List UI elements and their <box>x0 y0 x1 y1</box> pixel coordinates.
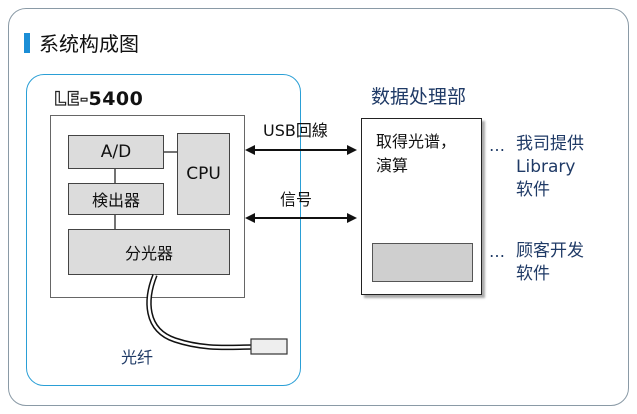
note-provided-line3: 软件 <box>516 180 550 200</box>
note-customer-line2: 软件 <box>516 264 550 284</box>
signal-link-label: 信号 <box>280 190 313 209</box>
processing-title: 数据处理部 <box>371 86 467 108</box>
device-model: 5400 <box>88 88 144 110</box>
processing-inner-block <box>372 243 473 282</box>
note-provided-line2: Library <box>516 157 576 177</box>
note-customer-line1: 顾客开发 <box>516 241 584 261</box>
note-provided-software: 我司提供 Library 软件 <box>516 133 584 202</box>
detector-block: 検出器 <box>68 183 164 215</box>
note-customer-software: 顾客开发 软件 <box>516 240 584 286</box>
processing-text-line1: 取得光谱， <box>376 132 457 151</box>
optical-fiber-core <box>147 274 253 349</box>
cpu-block: CPU <box>177 133 230 215</box>
ad-block: A/D <box>68 135 164 169</box>
device-prefix: LE- <box>53 87 89 110</box>
optical-fiber <box>146 273 253 351</box>
page-title: 系统构成图 <box>39 32 139 56</box>
processing-text-line2: 演算 <box>376 156 409 175</box>
fiber-probe <box>250 338 288 355</box>
fiber-label: 光纤 <box>121 348 154 367</box>
spectrometer-block: 分光器 <box>68 229 230 275</box>
usb-link-label: USB回線 <box>263 121 328 140</box>
device-label: LE-5400 <box>53 87 144 110</box>
note-provided-line1: 我司提供 <box>516 134 584 154</box>
processing-text: 取得光谱， 演算 <box>376 130 456 178</box>
title-accent-bar <box>24 33 30 53</box>
dots-provided: … <box>489 136 506 155</box>
dots-customer: … <box>489 242 506 261</box>
